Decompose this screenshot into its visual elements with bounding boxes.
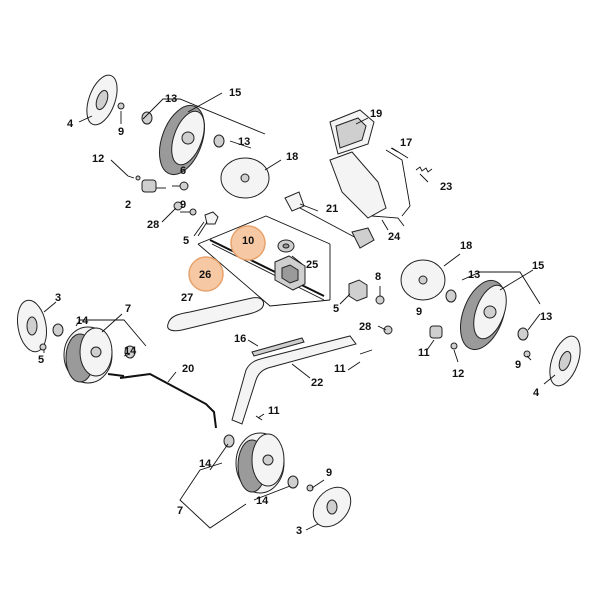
- wheel-right[interactable]: [452, 274, 514, 355]
- drive-shaft[interactable]: [209, 239, 325, 301]
- front-axle[interactable]: [107, 372, 217, 429]
- leaders-front-left: [43, 301, 177, 383]
- leaders-center-lower: [247, 339, 361, 419]
- gear-pinion[interactable]: [277, 239, 295, 253]
- label-28-right: 28: [359, 321, 371, 333]
- label-23: 23: [440, 181, 452, 193]
- label-6: 6: [180, 165, 186, 177]
- wheel-bottom[interactable]: [235, 432, 285, 494]
- bearing-top-left[interactable]: [117, 102, 225, 148]
- label-5-right: 5: [333, 303, 339, 315]
- spring[interactable]: [415, 166, 433, 173]
- wheel-top-left[interactable]: [151, 99, 213, 180]
- label-19: 19: [370, 108, 382, 120]
- label-15-right: 15: [532, 260, 544, 272]
- handle-cover[interactable]: [329, 109, 375, 155]
- hubcap-right[interactable]: [544, 332, 586, 390]
- screw-11-lower[interactable]: [255, 415, 263, 421]
- label-6-right: 9: [416, 306, 422, 318]
- label-11-upper: 11: [334, 363, 346, 375]
- label-27: 27: [181, 292, 193, 304]
- bushing-right[interactable]: [375, 295, 458, 350]
- label-16: 16: [234, 333, 246, 345]
- callout-labels: 15 13 4 9 13 18 12 6 2 9 28 5 10 26 25 2…: [38, 87, 552, 537]
- leaders-bottom: [179, 443, 325, 531]
- label-9-mid: 9: [180, 199, 186, 211]
- cable-lever[interactable]: [385, 147, 411, 217]
- bearing-bottom[interactable]: [223, 434, 314, 492]
- label-18-top: 18: [286, 151, 298, 163]
- label-5-left: 5: [183, 235, 189, 247]
- gearbox[interactable]: [274, 255, 306, 291]
- wheel-front-left[interactable]: [63, 326, 113, 384]
- label-9-front: 5: [38, 354, 44, 366]
- hubcap-front-left[interactable]: [14, 298, 51, 354]
- label-4-top: 4: [67, 118, 74, 130]
- label-12-right: 12: [452, 368, 464, 380]
- leaders-top-left: [78, 92, 282, 237]
- label-13-right-top: 13: [468, 269, 480, 281]
- washer-disc-right[interactable]: [400, 259, 446, 301]
- label-14-d: 14: [256, 495, 269, 507]
- label-18-right: 18: [460, 240, 472, 252]
- label-26: 26: [199, 269, 211, 281]
- label-14-b: 14: [124, 345, 137, 357]
- hubcap-top-left[interactable]: [81, 71, 123, 129]
- label-4-right: 4: [533, 387, 540, 399]
- label-13-top: 13: [165, 93, 177, 105]
- cable-right[interactable]: [371, 215, 405, 227]
- label-7-top: 7: [125, 303, 131, 315]
- leaders-right: [197, 117, 556, 385]
- label-7-bottom: 7: [177, 505, 183, 517]
- label-13-mid: 13: [238, 136, 250, 148]
- transmission-assembly-frame: [197, 215, 331, 307]
- hubcap-bottom[interactable]: [306, 480, 359, 534]
- highlight-part-10[interactable]: [230, 225, 266, 261]
- label-14-c: 14: [199, 458, 212, 470]
- handle-clip[interactable]: [251, 337, 305, 357]
- handle-bar-lower[interactable]: [231, 335, 357, 425]
- label-25: 25: [306, 259, 318, 271]
- label-24: 24: [388, 231, 401, 243]
- label-10: 10: [242, 235, 254, 247]
- label-8: 8: [375, 271, 381, 283]
- label-1: 11: [418, 347, 430, 359]
- washer-disc-top-left[interactable]: [220, 157, 270, 199]
- bearing-right[interactable]: [445, 289, 531, 358]
- label-20: 20: [182, 363, 194, 375]
- label-9-bottom: 9: [326, 467, 332, 479]
- label-22: 22: [311, 377, 323, 389]
- label-17: 17: [400, 137, 412, 149]
- screw-11-upper[interactable]: [359, 349, 373, 355]
- axle-parts-left[interactable]: [127, 175, 219, 225]
- label-15-top: 15: [229, 87, 241, 99]
- label-3-top: 3: [55, 292, 61, 304]
- label-9-right: 9: [515, 359, 521, 371]
- label-12-left: 12: [92, 153, 104, 165]
- label-21: 21: [326, 203, 338, 215]
- label-14-a: 14: [76, 315, 89, 327]
- label-28-left: 28: [147, 219, 159, 231]
- drive-belt[interactable]: [167, 297, 265, 332]
- label-11-lower: 11: [268, 405, 280, 417]
- label-9-top: 9: [118, 126, 124, 138]
- label-3-bottom: 3: [296, 525, 302, 537]
- height-adjuster-right[interactable]: [348, 279, 368, 302]
- label-13-right-low: 13: [540, 311, 552, 323]
- highlight-part-26[interactable]: [188, 256, 224, 292]
- control-housing[interactable]: [329, 151, 387, 219]
- label-2: 2: [125, 199, 131, 211]
